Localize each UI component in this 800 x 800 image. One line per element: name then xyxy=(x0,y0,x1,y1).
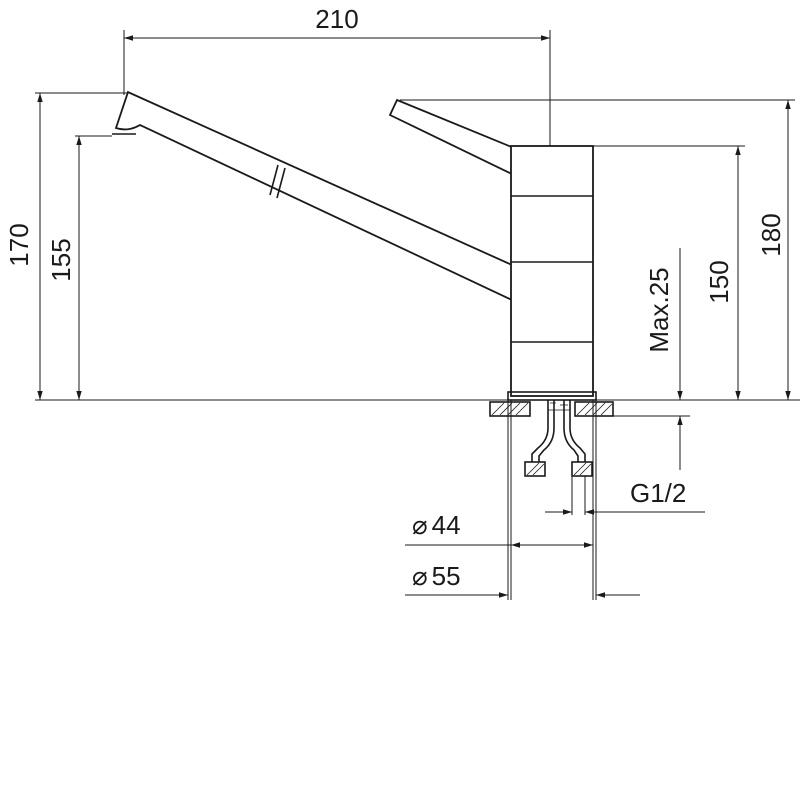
base-ring xyxy=(507,391,597,401)
dimension-170-label: 170 xyxy=(4,223,34,266)
dimension-150-label: 150 xyxy=(704,260,734,303)
counter-section xyxy=(489,401,614,417)
faucet-body xyxy=(510,145,594,397)
diameter-symbol: ⌀ xyxy=(412,561,428,591)
dimension-180: 180 xyxy=(400,99,795,400)
dimension-155-label: 155 xyxy=(46,238,76,281)
dimension-max25-label: Max.25 xyxy=(644,267,674,352)
dimension-55-label: 55 xyxy=(432,561,461,591)
dimension-g12-label: G1/2 xyxy=(630,478,686,508)
svg-text:⌀44: ⌀44 xyxy=(412,510,461,540)
dimension-150: 150 xyxy=(593,145,745,400)
flex-hoses xyxy=(524,400,593,477)
dimension-width: 210 xyxy=(123,4,551,146)
lever-handle xyxy=(388,98,515,177)
dimension-44-label: 44 xyxy=(432,510,461,540)
dimension-g12: G1/2 xyxy=(545,476,705,515)
spout xyxy=(112,90,513,302)
dimension-170: 170 xyxy=(4,92,128,400)
dimension-d55: ⌀55 xyxy=(405,400,640,600)
diameter-symbol: ⌀ xyxy=(412,510,428,540)
faucet-outline xyxy=(112,90,614,477)
dimension-210-label: 210 xyxy=(315,4,358,34)
dimension-180-label: 180 xyxy=(756,213,786,256)
dimension-d44: ⌀44 xyxy=(405,400,594,600)
dimension-max25: Max.25 xyxy=(613,248,690,470)
dimension-155: 155 xyxy=(46,135,112,400)
svg-text:⌀55: ⌀55 xyxy=(412,561,461,591)
